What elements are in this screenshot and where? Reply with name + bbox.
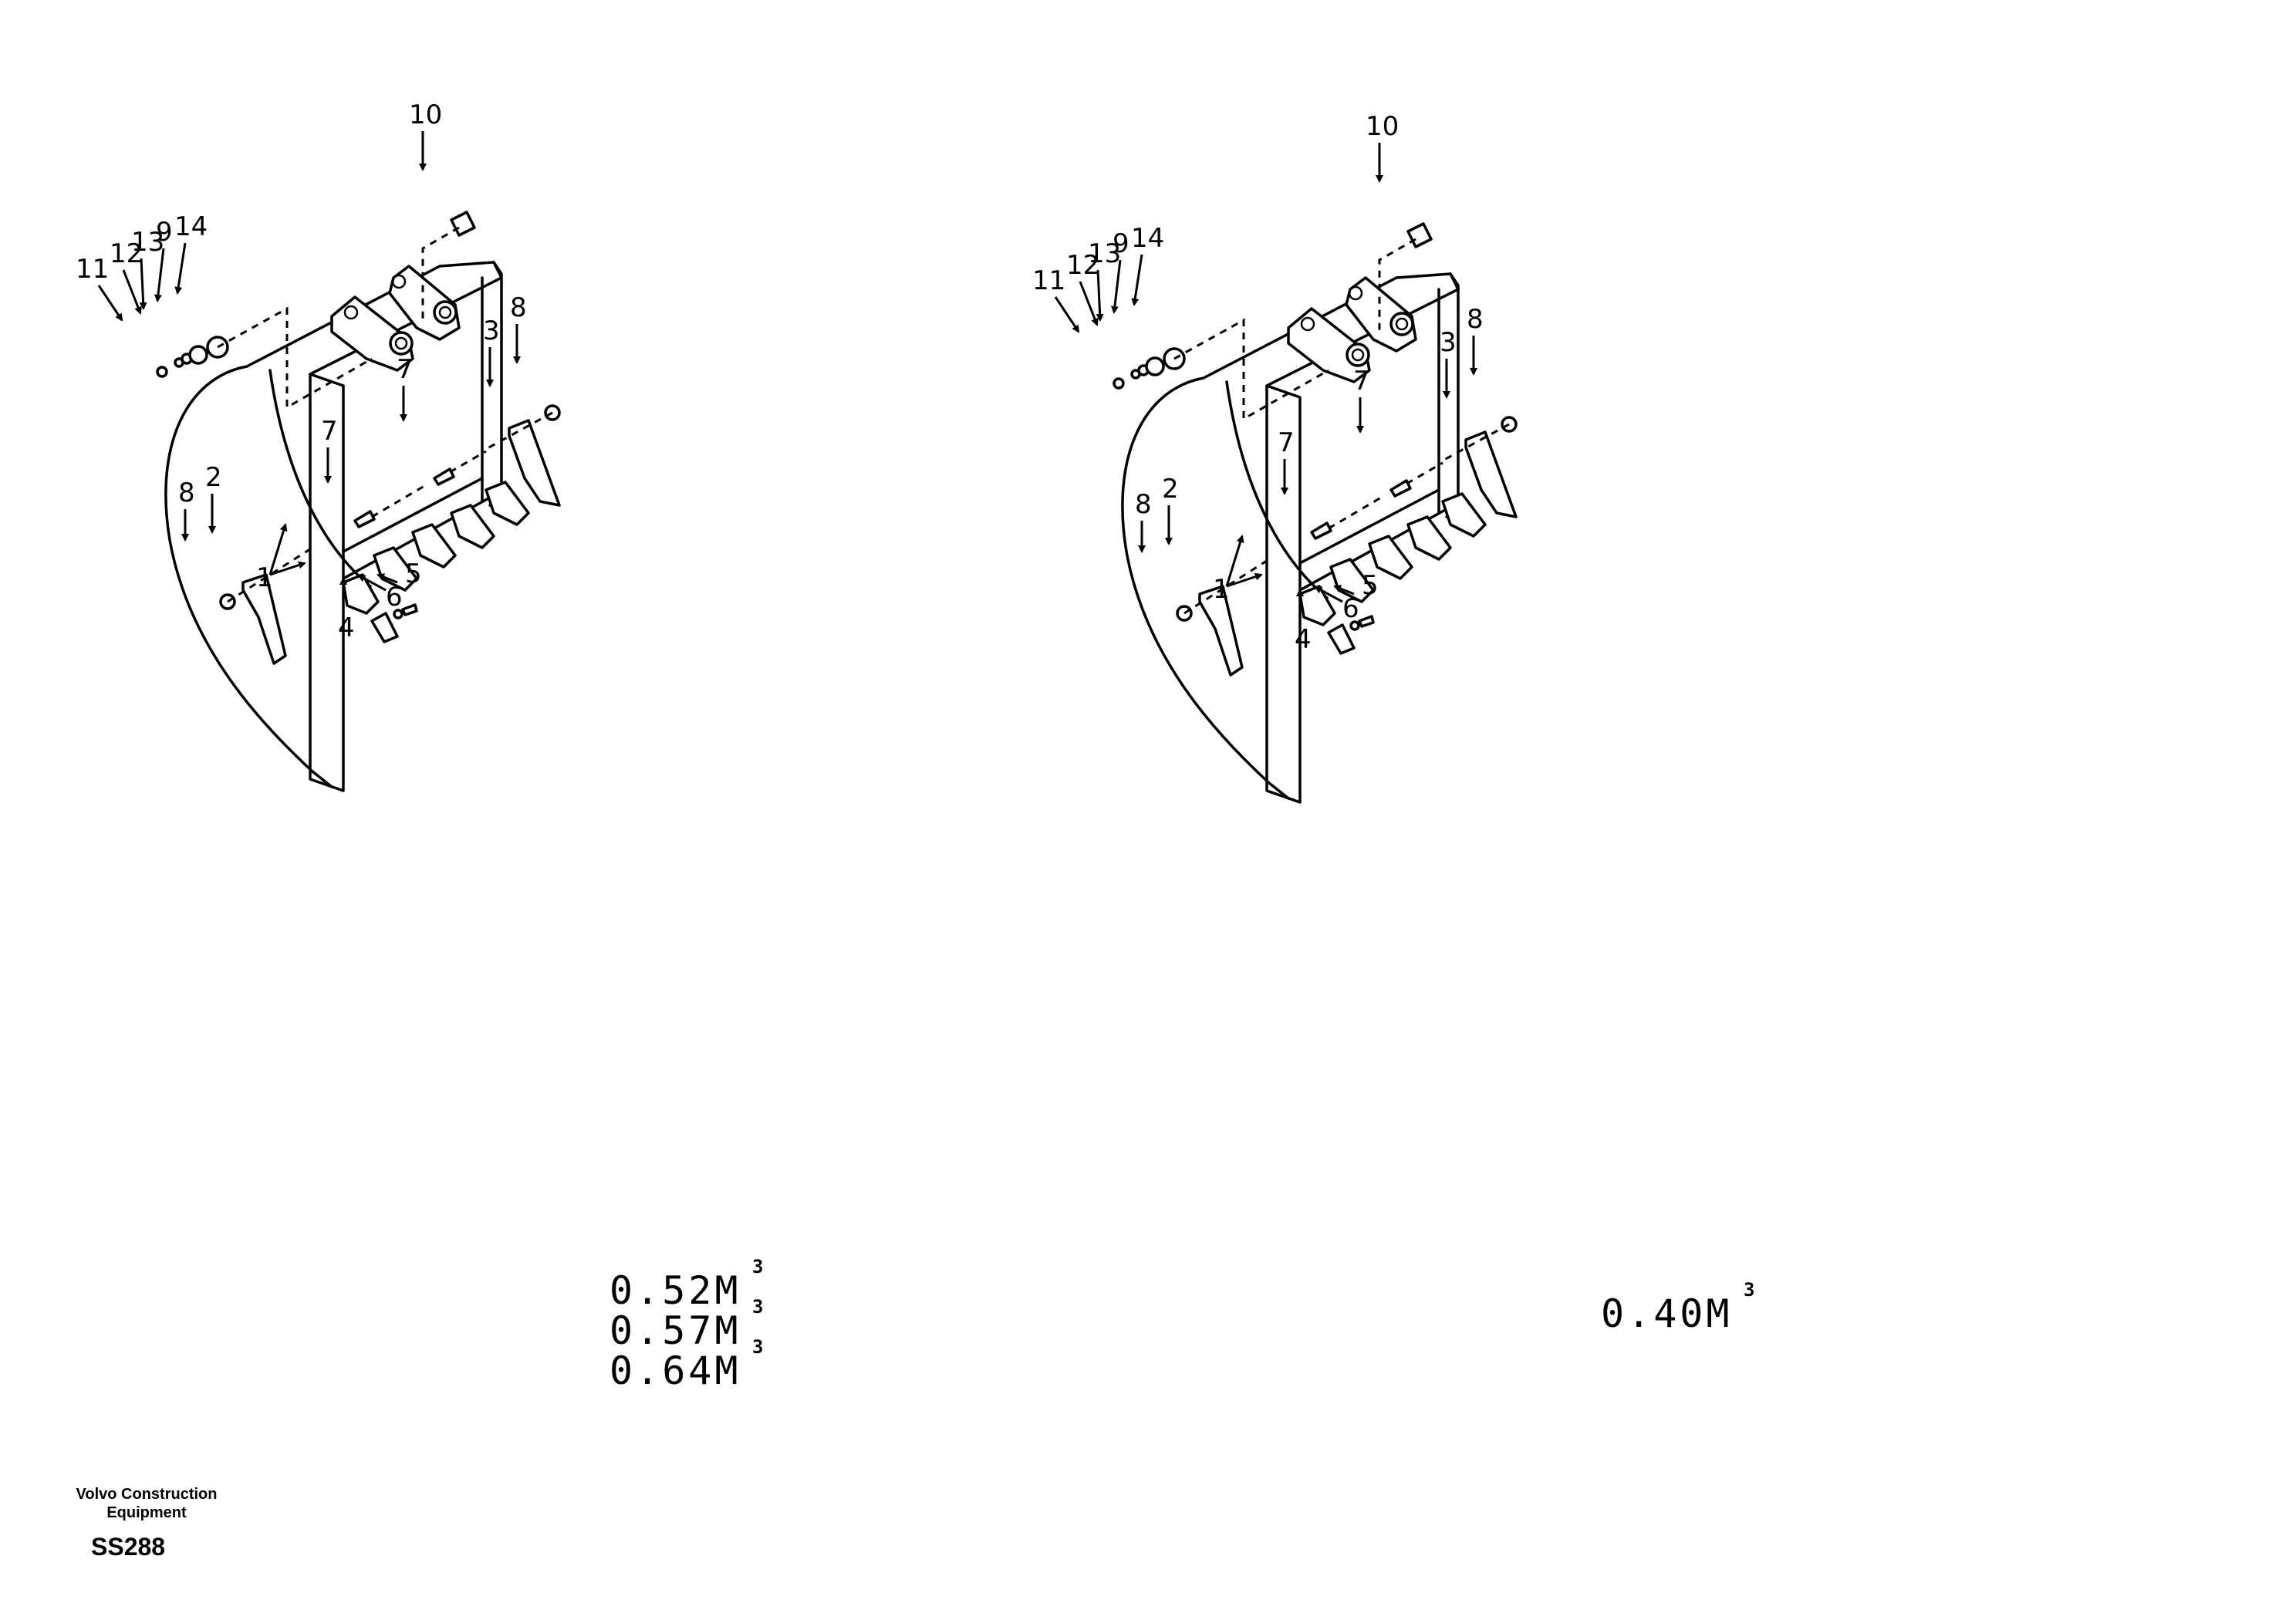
callout-8-right: 8 xyxy=(1467,304,1484,335)
capacity-left-1: 0.52M xyxy=(609,1268,741,1313)
capacity-left-2: 0.57M xyxy=(609,1308,741,1353)
callout-14: 14 xyxy=(1131,223,1164,254)
callout-10: 10 xyxy=(409,100,442,130)
callout-4: 4 xyxy=(338,613,355,643)
svg-text:3: 3 xyxy=(752,1256,763,1277)
callout-13: 13 xyxy=(1088,238,1121,269)
capacity-left-3: 0.64M xyxy=(609,1348,741,1393)
callout-12: 12 xyxy=(1066,250,1099,281)
callout-11: 11 xyxy=(76,254,109,285)
org-name-line1: Volvo Construction xyxy=(76,1486,218,1503)
callout-12: 12 xyxy=(110,238,143,269)
bucket-assembly-right: 10 11 12 13 9 14 3 8 7 7 8 2 1 5 6 4 xyxy=(1032,111,1518,804)
callout-11: 11 xyxy=(1032,265,1065,296)
callout-3: 3 xyxy=(1440,327,1457,358)
callout-10: 10 xyxy=(1366,111,1399,142)
svg-text:3: 3 xyxy=(752,1336,763,1358)
callout-8-left: 8 xyxy=(1135,489,1152,520)
callout-14: 14 xyxy=(174,211,208,242)
callout-2: 2 xyxy=(205,462,222,493)
footer: Volvo Construction Equipment SS288 xyxy=(62,1485,231,1561)
callout-8-right: 8 xyxy=(510,292,527,323)
callout-7-lower: 7 xyxy=(1278,427,1295,458)
callout-1: 1 xyxy=(1213,574,1230,605)
capacity-right: 0.40M 3 xyxy=(1601,1279,1754,1336)
callout-3: 3 xyxy=(483,316,500,346)
callout-5: 5 xyxy=(1362,570,1379,601)
capacity-left: 0.52M 3 0.57M 3 0.64M 3 xyxy=(609,1256,763,1393)
callout-7-lower: 7 xyxy=(321,416,338,447)
drawing-code: SS288 xyxy=(91,1533,166,1561)
capacity-right-1: 0.40M xyxy=(1601,1291,1733,1336)
callout-6: 6 xyxy=(1342,593,1359,624)
callout-13: 13 xyxy=(131,227,164,258)
bucket-assembly-left: 10 11 12 13 9 14 3 8 7 7 8 2 1 5 6 4 xyxy=(76,100,561,792)
svg-text:3: 3 xyxy=(752,1296,763,1318)
callout-2: 2 xyxy=(1162,474,1179,505)
org-name-line2: Equipment xyxy=(106,1504,187,1521)
callout-1: 1 xyxy=(256,562,273,593)
callout-9: 9 xyxy=(1113,228,1129,259)
callout-9: 9 xyxy=(156,217,173,248)
callout-7-upper: 7 xyxy=(397,354,414,385)
svg-text:3: 3 xyxy=(1744,1279,1754,1301)
callout-4: 4 xyxy=(1295,624,1312,655)
callout-5: 5 xyxy=(405,559,422,589)
callout-8-left: 8 xyxy=(178,478,195,508)
callout-6: 6 xyxy=(386,582,403,613)
callout-7-upper: 7 xyxy=(1353,366,1370,397)
